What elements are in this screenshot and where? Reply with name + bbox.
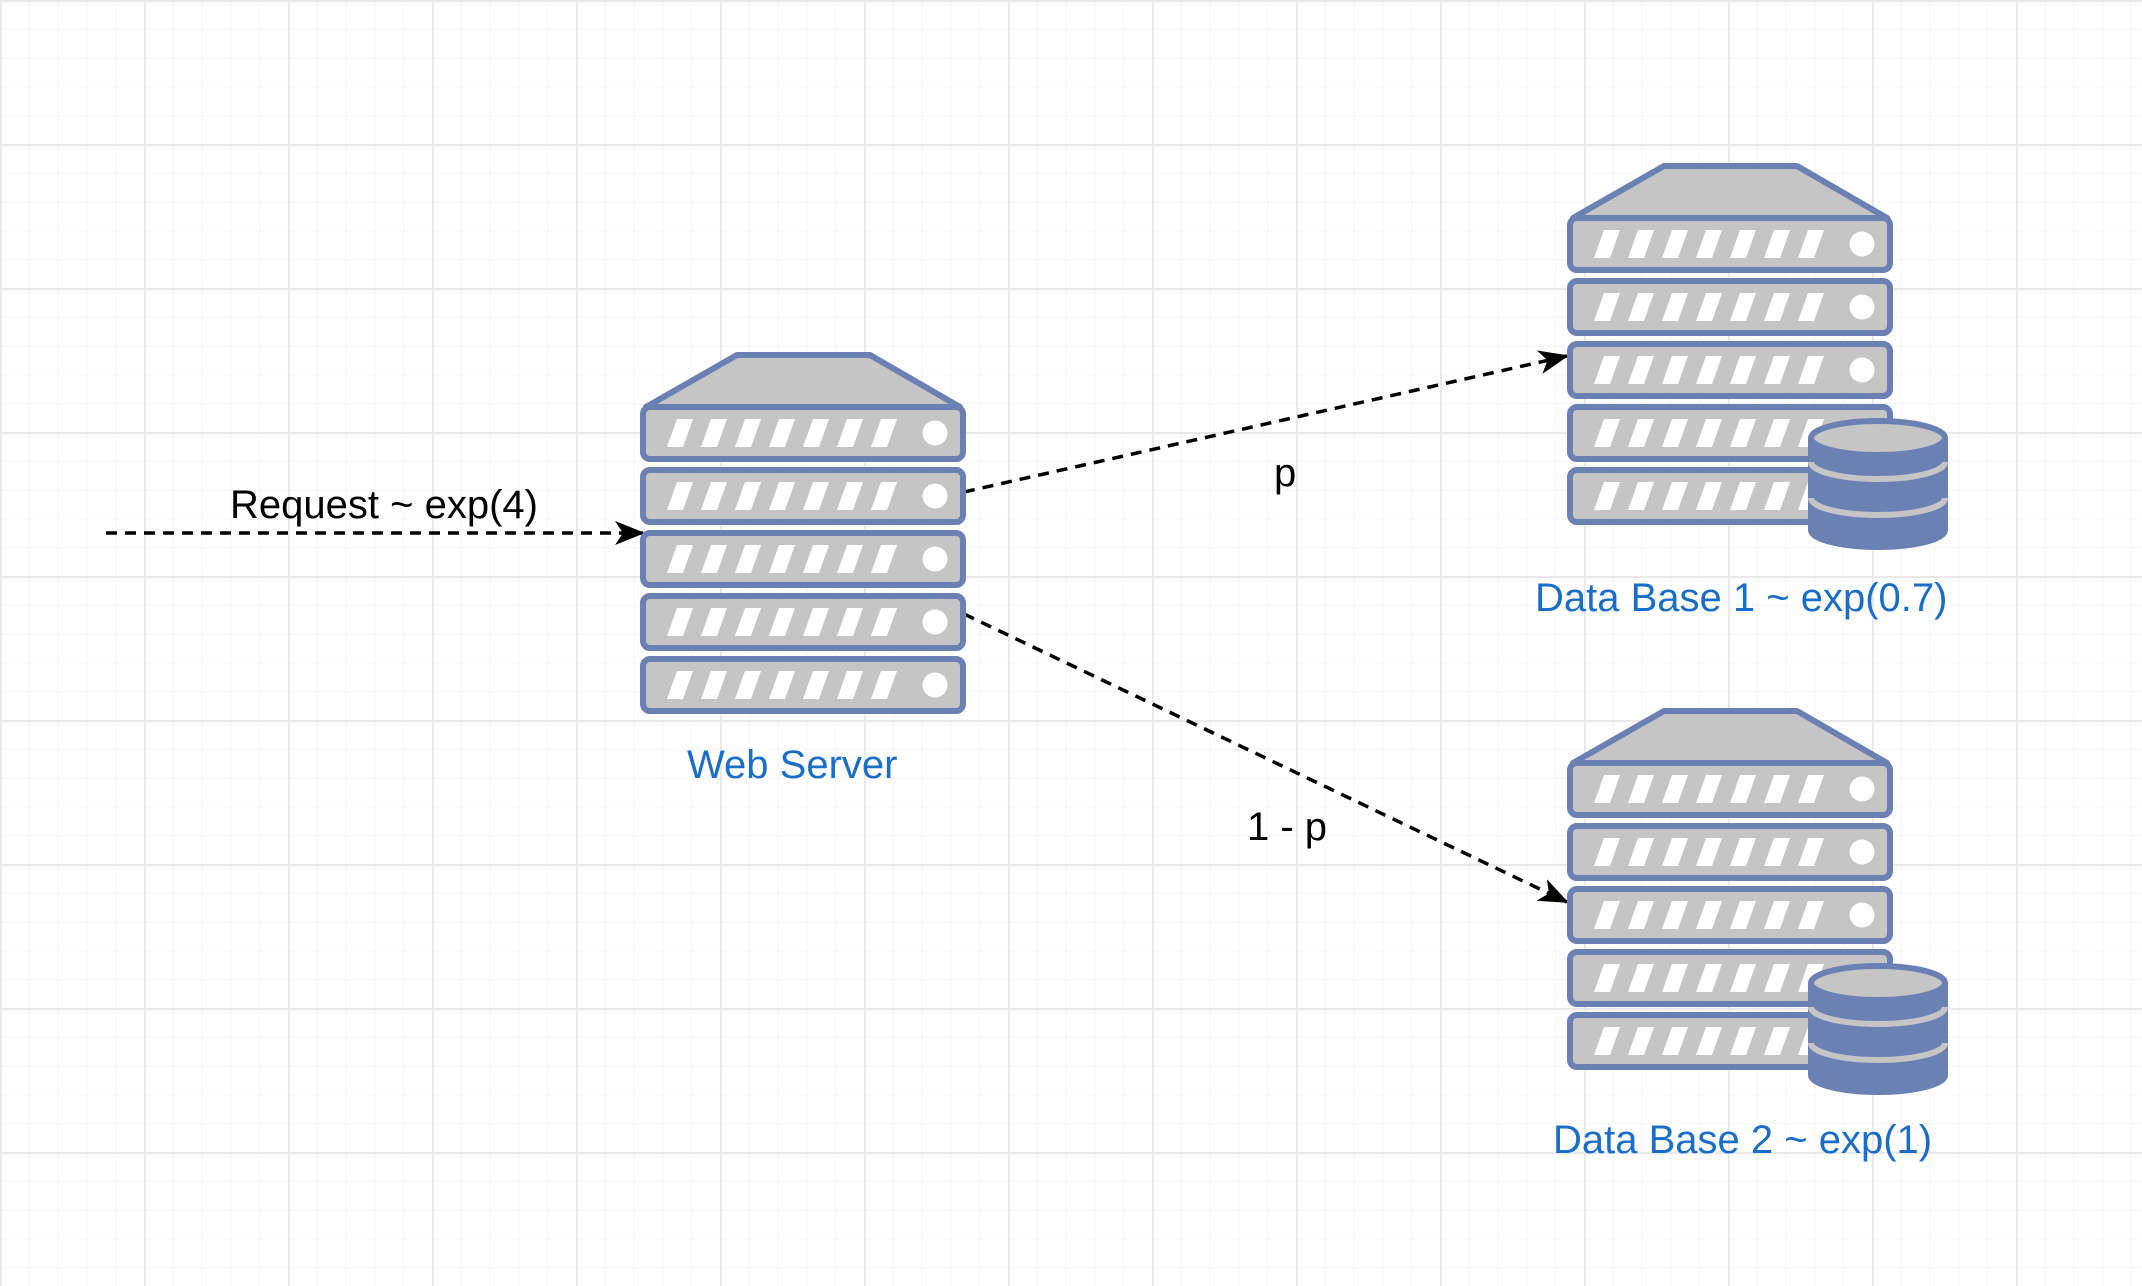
database-2-label: Data Base 2 ~ exp(1) bbox=[1553, 1118, 1933, 1162]
edge-to-db1 bbox=[963, 350, 1569, 494]
edge-to-db2 bbox=[963, 612, 1569, 904]
web-server-icon bbox=[643, 355, 963, 711]
database-1-cylinder-icon bbox=[1811, 421, 1945, 547]
request-edge-label: Request ~ exp(4) bbox=[230, 483, 538, 527]
database-1-label: Data Base 1 ~ exp(0.7) bbox=[1535, 576, 1948, 620]
web-server-label: Web Server bbox=[687, 743, 898, 787]
database-2-cylinder-icon bbox=[1811, 966, 1945, 1092]
edge-to-db1-label: p bbox=[1274, 451, 1297, 495]
edge-to-db2-label: 1 - p bbox=[1247, 805, 1328, 849]
